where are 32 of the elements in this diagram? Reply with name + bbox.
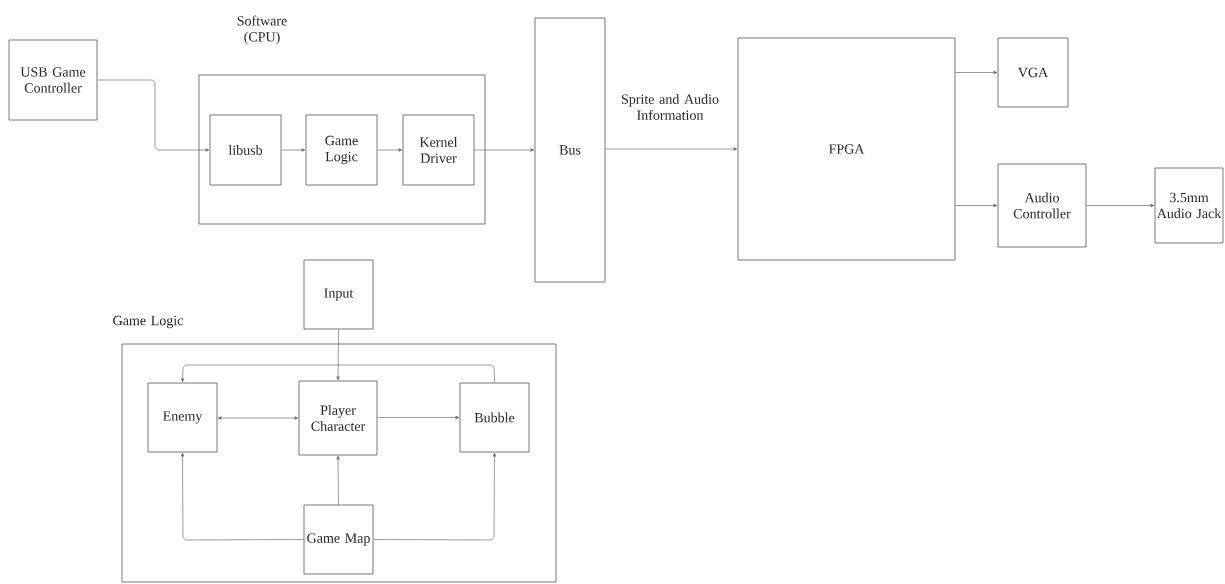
arrow [180, 452, 304, 541]
arrow [336, 329, 340, 381]
block-box: Player Character [298, 380, 378, 456]
arrow [1086, 203, 1155, 208]
block-box: libusb [209, 114, 282, 186]
arrow [281, 148, 306, 152]
block-box: Kernel Driver [402, 114, 475, 186]
arrow [377, 415, 460, 420]
arrow [377, 148, 403, 152]
group-heading: Game Logic [113, 315, 183, 329]
arrow [181, 364, 495, 383]
block-box: Game Map [303, 504, 374, 575]
arrow [474, 148, 535, 152]
arrow [955, 203, 998, 208]
group-heading: Software (CPU) [237, 15, 287, 45]
arrow [97, 79, 210, 152]
block-box: FPGA [737, 37, 956, 261]
arrow [605, 147, 738, 151]
block-box: Bubble [459, 382, 530, 453]
block-box: Game Logic [305, 114, 378, 186]
block-box: Input [303, 259, 374, 330]
arrow [217, 416, 299, 420]
edge-label: Sprite and Audio Information [614, 93, 726, 121]
block-box: Enemy [147, 382, 218, 453]
block-box: USB Game Controller [8, 39, 98, 121]
block-box: 3.5mm Audio Jack [1154, 167, 1224, 244]
arrow [373, 452, 497, 541]
block-box: Audio Controller [997, 163, 1087, 248]
arrow [955, 70, 998, 75]
arrow [336, 455, 340, 505]
block-box: Bus [534, 17, 606, 283]
block-box: VGA [997, 37, 1069, 108]
